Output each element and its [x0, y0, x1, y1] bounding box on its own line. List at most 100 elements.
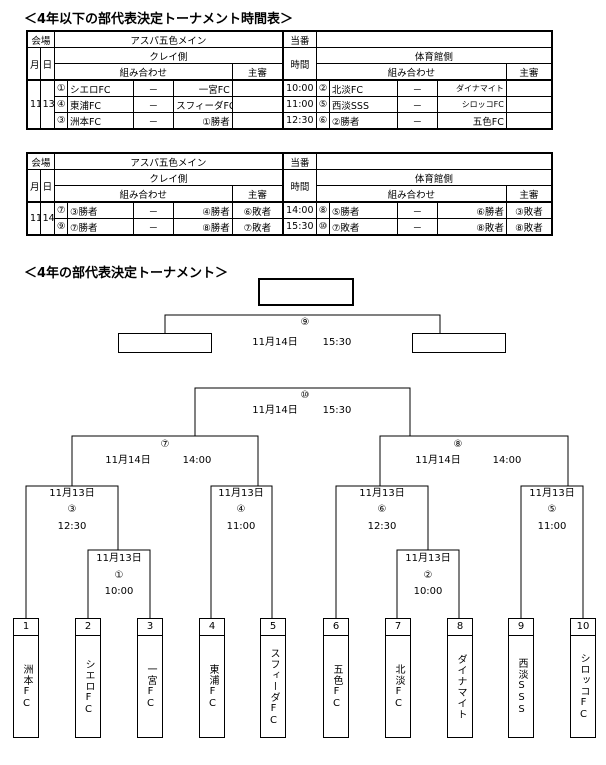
team-a: 東浦FC [66, 96, 134, 113]
team-b: シロッコFC [437, 96, 507, 113]
match-6-time: 12:30 [367, 521, 397, 532]
day-value: 13 [39, 79, 55, 130]
dash: － [396, 112, 439, 130]
match-7-time: 14:00 [182, 455, 212, 466]
team-b: ⑧敗者 [437, 218, 507, 236]
match-5-date: 11月13日 [529, 488, 575, 499]
referee [231, 96, 284, 113]
team-slot: 5 スフィーダFC [260, 618, 286, 738]
team-slot: 10 シロッコFC [570, 618, 596, 738]
match-4-date: 11月13日 [218, 488, 264, 499]
referee: ⑧敗者 [505, 218, 553, 236]
match-5-time: 11:00 [537, 521, 567, 532]
team-number: 4 [200, 619, 224, 636]
team-slot: 8 ダイナマイト [447, 618, 473, 738]
kickoff-time: 12:30 [282, 112, 317, 130]
team-name: 北淡FC [393, 664, 404, 710]
match-4-time: 11:00 [226, 521, 256, 532]
dash: － [132, 79, 175, 97]
team-a: ⑦勝者 [66, 218, 134, 236]
referee [231, 112, 284, 130]
match-number: ⑨ [53, 218, 68, 236]
gym-side-label: 体育館側 [315, 169, 553, 186]
clay-side-label: クレイ側 [53, 169, 284, 186]
team-name: 洲本FC [21, 664, 32, 710]
match-2-date: 11月13日 [405, 553, 451, 564]
team-name: 五色FC [331, 664, 342, 710]
team-name: 東浦FC [207, 664, 218, 710]
finalist-right-box [412, 333, 506, 353]
match-2-time: 10:00 [413, 586, 443, 597]
match-10-time: 15:30 [322, 405, 352, 416]
dash: － [132, 96, 175, 113]
team-number: 6 [324, 619, 348, 636]
match-1-date: 11月13日 [96, 553, 142, 564]
finalist-left-box [118, 333, 212, 353]
team-slot: 7 北淡FC [385, 618, 411, 738]
match-3-number: ③ [67, 504, 77, 515]
match-9-date: 11月14日 [252, 337, 298, 348]
table-row: ⑨ ⑦勝者 － ⑧勝者 ⑦敗者 15:30 ⑩ ⑦敗者 － ⑧敗者 ⑧敗者 [27, 218, 553, 236]
match-3-time: 12:30 [57, 521, 87, 532]
referee [505, 112, 553, 130]
team-slot: 1 洲本FC [13, 618, 39, 738]
match-number: ③ [53, 112, 68, 130]
month-value: 11 [26, 79, 41, 130]
match-4-number: ④ [236, 504, 246, 515]
table-row: ③ 洲本FC － ①勝者 12:30 ⑥ ②勝者 － 五色FC [27, 112, 553, 130]
team-number: 7 [386, 619, 410, 636]
match-8-time: 14:00 [492, 455, 522, 466]
match-9-time: 15:30 [322, 337, 352, 348]
match-number: ④ [53, 96, 68, 113]
dash: － [132, 112, 175, 130]
table-row: 11 14 ⑦ ③勝者 － ④勝者 ⑥敗者 14:00 ⑧ ⑤勝者 － ⑥勝者 … [26, 201, 553, 236]
bracket-title: ＜4年の部代表決定トーナメント＞ [24, 266, 229, 281]
team-slot: 3 一宮FC [137, 618, 163, 738]
match-3-date: 11月13日 [49, 488, 95, 499]
match-6-date: 11月13日 [359, 488, 405, 499]
clay-side-label: クレイ側 [53, 47, 284, 64]
team-number: 1 [14, 619, 38, 636]
match-1-number: ① [114, 570, 124, 581]
kickoff-time: 15:30 [282, 218, 317, 236]
referee [505, 96, 553, 113]
schedule-table-day1: 会場 アスパ五色メイン 当番 月 日 クレイ側 時間 体育館側 組み合わせ 主審… [26, 30, 553, 130]
team-number: 8 [448, 619, 472, 636]
match-1-time: 10:00 [104, 586, 134, 597]
team-number: 2 [76, 619, 100, 636]
team-b: スフィーダFC [173, 96, 233, 113]
team-a: ⑦敗者 [328, 218, 398, 236]
team-name: 西淡SSS [516, 658, 527, 716]
gym-side-label: 体育館側 [315, 47, 553, 64]
team-name: 一宮FC [145, 664, 156, 710]
match-9-number: ⑨ [300, 317, 310, 328]
schedule-table-day2: 会場 アスパ五色メイン 当番 月 日 クレイ側 時間 体育館側 組み合わせ 主審… [26, 152, 553, 236]
match-number: ⑤ [315, 96, 330, 113]
match-10-number: ⑩ [300, 390, 310, 401]
team-slot: 6 五色FC [323, 618, 349, 738]
team-b: 五色FC [437, 112, 507, 130]
match-number: ⑩ [315, 218, 330, 236]
match-5-number: ⑤ [547, 504, 557, 515]
dash: － [132, 218, 175, 236]
team-b: ⑧勝者 [173, 218, 233, 236]
kickoff-time: 11:00 [282, 96, 317, 113]
team-name: シロッコFC [578, 653, 589, 721]
team-number: 10 [571, 619, 595, 636]
match-8-number: ⑧ [453, 439, 463, 450]
match-10-date: 11月14日 [252, 405, 298, 416]
match-7-number: ⑦ [160, 439, 170, 450]
month-value: 11 [26, 201, 41, 236]
team-slot: 4 東浦FC [199, 618, 225, 738]
referee: ⑦敗者 [231, 218, 284, 236]
match-6-number: ⑥ [377, 504, 387, 515]
schedule-title: ＜4年以下の部代表決定トーナメント時間表＞ [24, 12, 294, 27]
team-slot: 9 西淡SSS [508, 618, 534, 738]
match-8-date: 11月14日 [415, 455, 461, 466]
time-label: 時間 [282, 47, 317, 81]
champion-box [258, 278, 354, 306]
team-slot: 2 シエロFC [75, 618, 101, 738]
table-row: ④ 東浦FC － スフィーダFC 11:00 ⑤ 西淡SSS － シロッコFC [27, 96, 553, 113]
team-number: 9 [509, 619, 533, 636]
team-b: ①勝者 [173, 112, 233, 130]
